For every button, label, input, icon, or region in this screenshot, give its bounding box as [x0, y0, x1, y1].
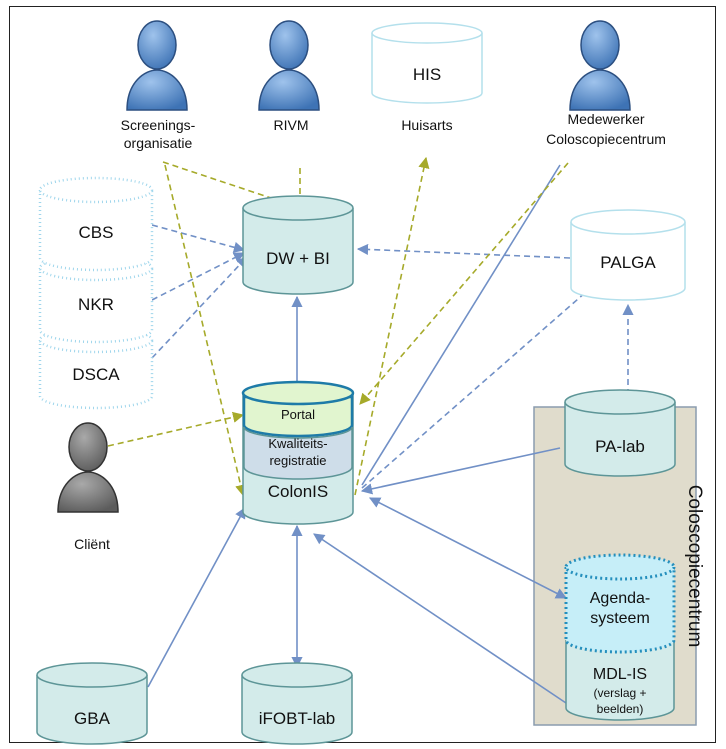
rivm-label: RIVM [274, 117, 309, 133]
mdlis-cylinder [565, 640, 675, 721]
medewerker-label-1: Medewerker [567, 111, 644, 127]
huisarts-label: Huisarts [401, 117, 452, 133]
dwbi-cylinder [242, 195, 354, 295]
person-icon-medewerker [569, 20, 631, 111]
agenda-label-1: Agenda- [590, 590, 651, 607]
nkr-label: NKR [78, 295, 114, 314]
connector-medewerker-colonis [361, 164, 561, 486]
arrow-colonis-huisarts [354, 156, 430, 496]
colonis-label: ColonIS [268, 482, 328, 501]
diagram-frame [9, 6, 716, 743]
arrow-cbs-dwbi [151, 224, 246, 253]
mdlis-label-3: beelden) [597, 702, 644, 716]
palab-cylinder [564, 389, 676, 477]
blue-arrows [147, 164, 634, 704]
gba-cylinder [36, 662, 148, 745]
mdlis-label-2: (verslag + [593, 686, 646, 700]
cbs-nkr-dsca-stack [38, 176, 154, 410]
portal-label: Portal [281, 407, 315, 422]
palab-label: PA-lab [595, 437, 645, 456]
coloscopiecentrum-label: Coloscopiecentrum [684, 485, 705, 648]
arrow-gba-colonis [147, 507, 246, 688]
kwaliteit-label-2: registratie [269, 453, 326, 468]
his-label: HIS [413, 65, 441, 84]
arrow-mdlis-colonis [313, 533, 567, 704]
colonis-cylinder [241, 380, 355, 525]
agenda-cylinder [564, 553, 676, 654]
palga-label: PALGA [600, 253, 656, 272]
arrow-medewerker-portal [359, 162, 569, 405]
dsca-label: DSCA [72, 365, 120, 384]
dwbi-label: DW + BI [266, 249, 330, 268]
arrow-colonis-agenda [369, 497, 567, 599]
arrow-screening-dwbi [162, 161, 300, 210]
arrow-palga-dwbi [356, 243, 571, 259]
client-label: Cliënt [74, 536, 110, 552]
cbs-cylinder [38, 190, 154, 272]
person-icon-client [57, 422, 119, 513]
palga-cylinder [570, 209, 686, 301]
kwaliteit-label-1: Kwaliteits- [268, 436, 327, 451]
his-cylinder [371, 22, 483, 104]
arrow-dsca-dwbi [151, 256, 248, 359]
person-icon-screening [126, 20, 188, 111]
screening-label-2: organisatie [124, 135, 193, 151]
agenda-label-2: systeem [590, 610, 650, 627]
cbs-label: CBS [79, 223, 114, 242]
mdlis-label-1: MDL-IS [593, 666, 647, 683]
arrow-client-portal [107, 411, 245, 447]
arrow-nkr-dwbi [151, 252, 245, 301]
gba-label: GBA [74, 709, 111, 728]
screening-label-1: Screenings- [121, 117, 196, 133]
medewerker-label-2: Coloscopiecentrum [546, 131, 666, 147]
ifobt-label: iFOBT-lab [259, 709, 336, 728]
person-icon-rivm [258, 20, 320, 111]
arrow-colonis-palga [361, 284, 595, 489]
nkr-cylinder [38, 268, 154, 344]
ifobt-cylinder [241, 662, 353, 745]
dsca-cylinder [38, 340, 154, 410]
arrow-palab-colonis [360, 447, 561, 495]
arrow-screening-colonis [164, 164, 247, 497]
